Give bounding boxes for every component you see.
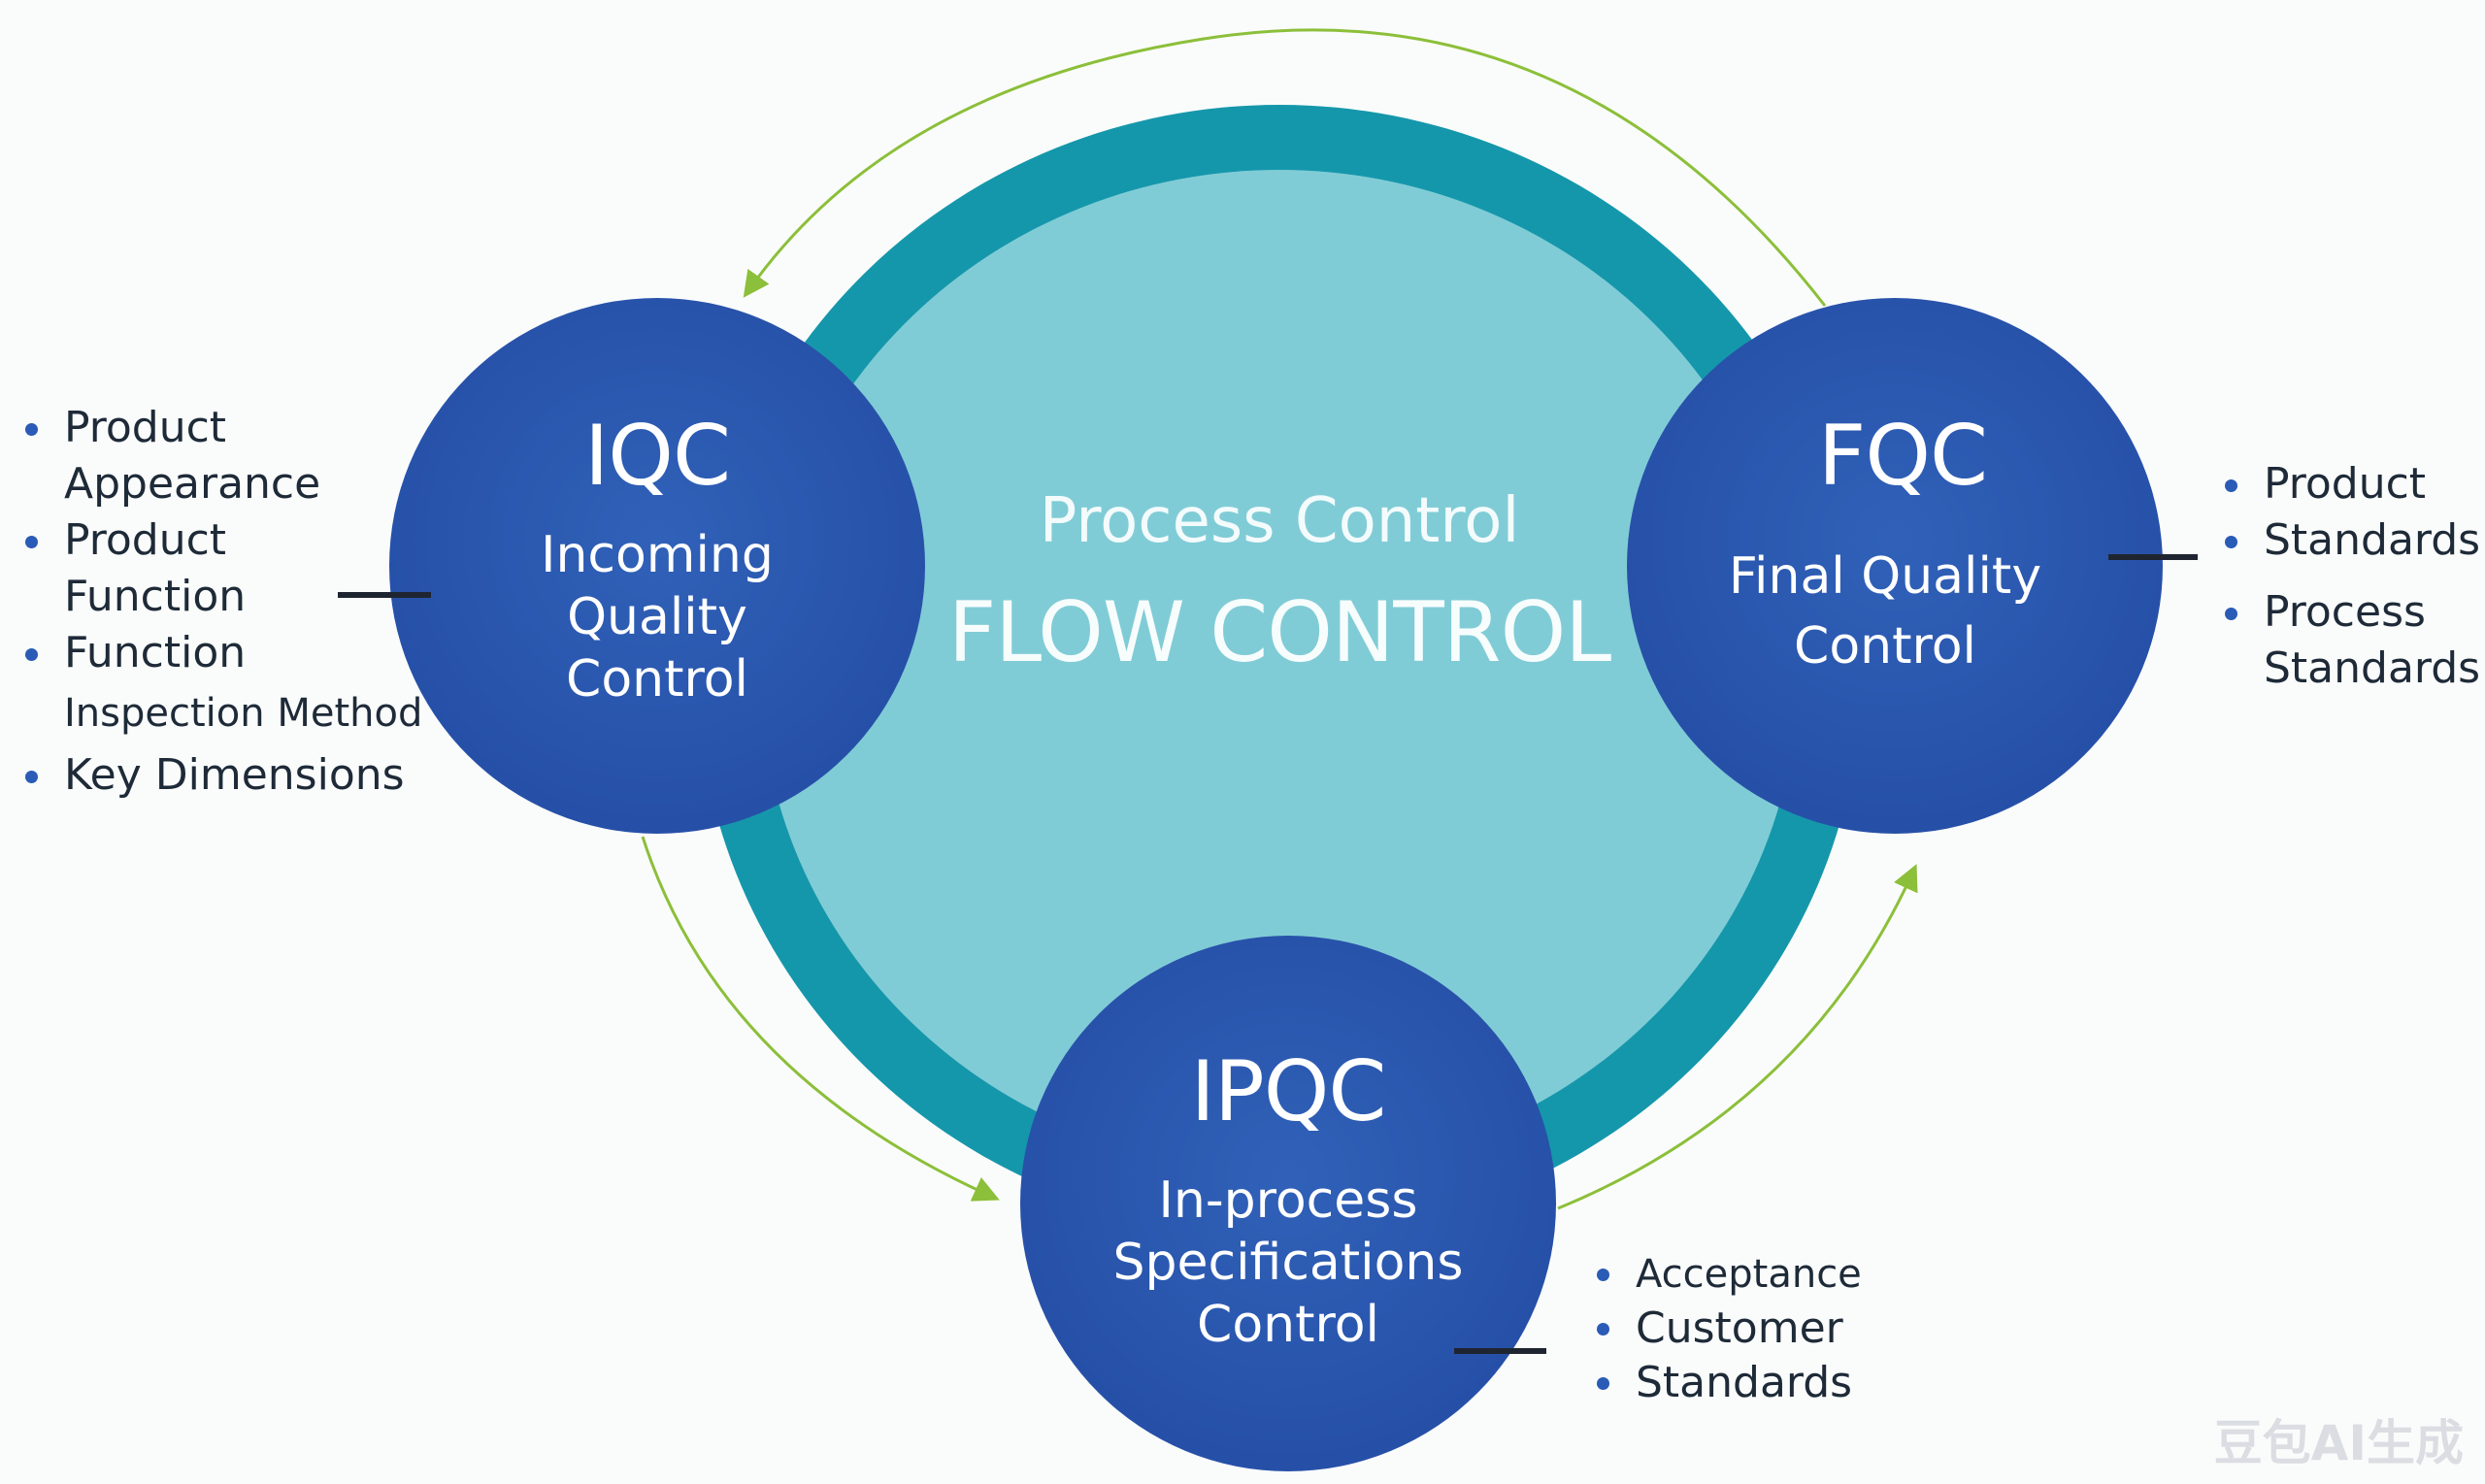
list-item: Standards [2225,512,2480,569]
ipqc-name-line: Control [1197,1296,1379,1354]
iqc-name-line: Incoming [541,526,774,584]
fqc-connector-line [2108,554,2198,560]
iqc-abbr: IQC [583,408,731,505]
list-item: Appearance [64,459,321,509]
fqc-name-line: Final Quality [1728,547,2042,606]
list-item: Product [25,512,422,569]
fqc-name: Final Quality Control [1672,545,2099,677]
iqc-connector-line [338,592,431,598]
center-subtitle: Process Control [1039,485,1520,557]
list-item: Acceptance [1597,1247,1862,1302]
list-item: Customer [1597,1302,1862,1356]
ipqc-bullet-list: Acceptance Customer Standards [1597,1247,1862,1410]
arrow-iqc-to-ipqc [641,836,1000,1202]
node-fqc-circle [1627,298,2163,834]
ipqc-name-line: Specifications [1112,1234,1464,1292]
list-item: Product [2225,456,2480,512]
center-inner-disc [760,170,1799,1170]
arrow-fqc-to-iqc [743,28,1827,307]
fqc-abbr: FQC [1817,408,1988,505]
list-item: Standards [1597,1356,1862,1410]
list-item: Process [2225,584,2480,641]
center-title: FLOW CONTROL [947,584,1611,681]
node-ipqc-circle [1020,936,1556,1471]
ipqc-name-line: In-process [1158,1171,1418,1230]
ipqc-connector-line [1454,1348,1546,1354]
arrow-ipqc-to-fqc [1557,864,1918,1210]
iqc-name: Incoming Quality Control [463,524,851,710]
fqc-name-line: Control [1794,617,1976,676]
ipqc-abbr: IPQC [1190,1043,1387,1140]
iqc-name-line: Quality [567,588,747,646]
list-item: Function [64,572,247,621]
list-item: Key Dimensions [25,747,422,804]
ipqc-name: In-process Specifications Control [1065,1170,1511,1356]
iqc-bullet-list: Product Appearance Product Function Func… [25,400,422,804]
iqc-name-line: Control [566,650,748,709]
list-item: Function [25,625,422,681]
list-item: Standards [2264,643,2481,693]
list-item: Product [25,400,422,456]
list-item: Inspection Method [64,691,423,736]
fqc-bullet-list: Product Standards Process Standards [2225,456,2480,697]
watermark-text: 豆包AI生成 [2213,1415,2464,1471]
node-iqc-circle [389,298,925,834]
